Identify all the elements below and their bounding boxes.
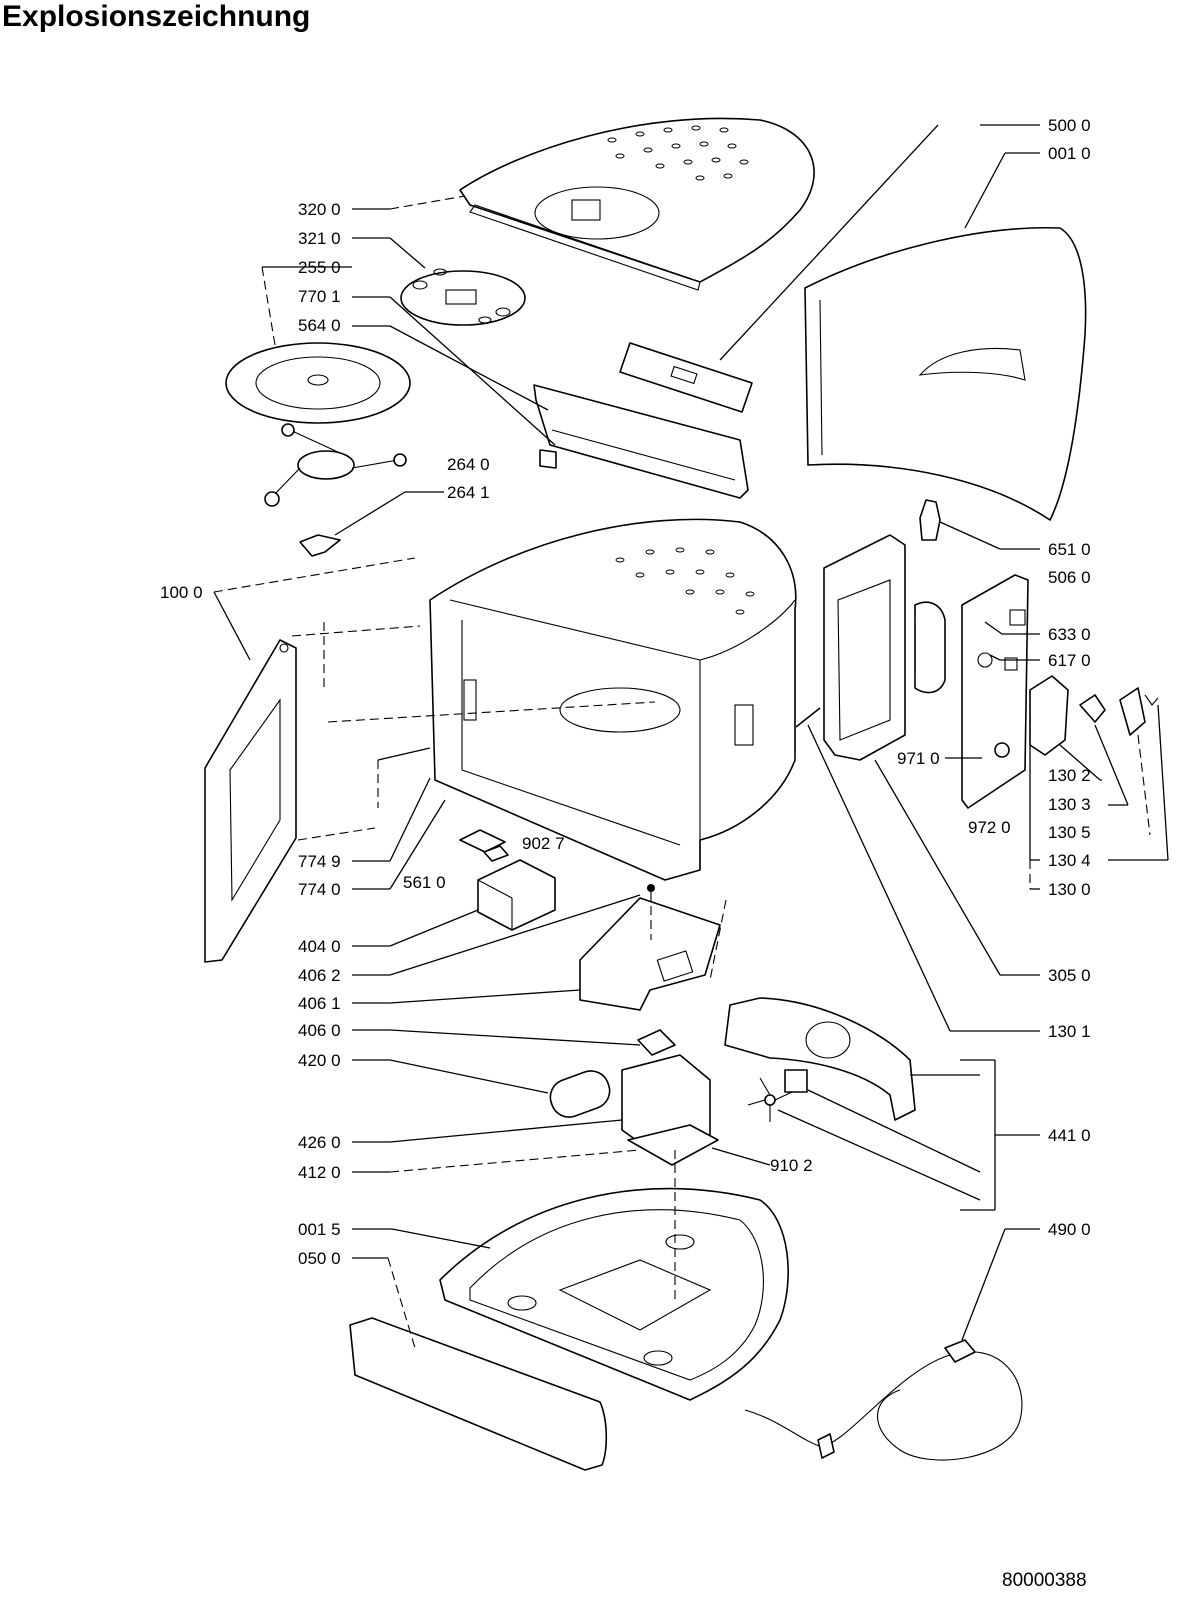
power-pcb-part xyxy=(961,574,1029,809)
control-plate-part xyxy=(400,268,526,326)
label-404-0: 404 0 xyxy=(298,937,341,956)
small-bracket-part xyxy=(459,829,509,862)
interlock-switch-parts xyxy=(1029,675,1159,756)
leader-lines xyxy=(213,124,1169,1349)
roller-ring-part xyxy=(264,423,407,507)
label-500-0: 500 0 xyxy=(1048,116,1091,135)
label-774-9: 774 9 xyxy=(298,852,341,871)
label-100-0: 100 0 xyxy=(160,583,203,602)
power-cord-part xyxy=(744,1339,1023,1461)
label-321-0: 321 0 xyxy=(298,229,341,248)
label-490-0: 490 0 xyxy=(1048,1220,1091,1239)
label-774-0: 774 0 xyxy=(298,880,341,899)
pin-part xyxy=(795,707,821,728)
latch-frame-part xyxy=(823,534,946,761)
label-406-2: 406 2 xyxy=(298,966,341,985)
label-255-0: 255 0 xyxy=(298,258,341,277)
label-441-0: 441 0 xyxy=(1048,1126,1091,1145)
thermostat-part xyxy=(637,1029,676,1056)
oven-cavity-part xyxy=(429,518,797,881)
document-number: 80000388 xyxy=(1002,1570,1087,1591)
control-pcb-part xyxy=(619,342,753,413)
label-130-0: 130 0 xyxy=(1048,880,1091,899)
label-770-1: 770 1 xyxy=(298,287,341,306)
label-561-0: 561 0 xyxy=(403,873,446,892)
label-506-0: 506 0 xyxy=(1048,568,1091,587)
label-130-5: 130 5 xyxy=(1048,823,1091,842)
label-412-0: 412 0 xyxy=(298,1163,341,1182)
label-001-0: 001 0 xyxy=(1048,144,1091,163)
fan-duct-part xyxy=(724,997,916,1121)
transformer-part xyxy=(621,1054,719,1166)
label-426-0: 426 0 xyxy=(298,1133,341,1152)
lamp-part xyxy=(919,499,941,541)
label-264-1: 264 1 xyxy=(447,483,490,502)
capacitor-part xyxy=(477,859,556,931)
label-320-0: 320 0 xyxy=(298,200,341,219)
label-130-3: 130 3 xyxy=(1048,795,1091,814)
turntable-plate-part xyxy=(225,342,411,424)
label-305-0: 305 0 xyxy=(1048,966,1091,985)
outer-casing-part xyxy=(804,226,1087,521)
label-001-5: 001 5 xyxy=(298,1220,341,1239)
label-420-0: 420 0 xyxy=(298,1051,341,1070)
label-130-1: 130 1 xyxy=(1048,1022,1091,1041)
label-633-0: 633 0 xyxy=(1048,625,1091,644)
door-part xyxy=(204,639,297,963)
label-130-2: 130 2 xyxy=(1048,766,1091,785)
page-title: Explosionszeichnung xyxy=(2,0,311,33)
label-902-7: 902 7 xyxy=(522,834,565,853)
label-264-0: 264 0 xyxy=(447,455,490,474)
hv-capacitor-part xyxy=(549,1070,611,1118)
base-plate-part xyxy=(439,1187,789,1401)
label-971-0: 971 0 xyxy=(897,749,940,768)
label-406-0: 406 0 xyxy=(298,1021,341,1040)
label-406-1: 406 1 xyxy=(298,994,341,1013)
top-cover-part xyxy=(459,117,815,291)
label-617-0: 617 0 xyxy=(1048,651,1091,670)
label-910-2: 910 2 xyxy=(770,1156,813,1175)
label-651-0: 651 0 xyxy=(1048,540,1091,559)
fan-blade-part xyxy=(747,1069,808,1122)
label-972-0: 972 0 xyxy=(968,818,1011,837)
waveguide-bracket-part xyxy=(533,384,749,499)
part-number-labels: 500 0 001 0 320 0 321 0 255 0 770 1 564 … xyxy=(160,116,1091,1268)
front-trim-part xyxy=(349,1317,608,1471)
label-050-0: 050 0 xyxy=(298,1249,341,1268)
label-564-0: 564 0 xyxy=(298,316,341,335)
label-130-4: 130 4 xyxy=(1048,851,1091,870)
coupler-part xyxy=(299,534,341,557)
magnetron-mount-part xyxy=(579,884,721,1011)
